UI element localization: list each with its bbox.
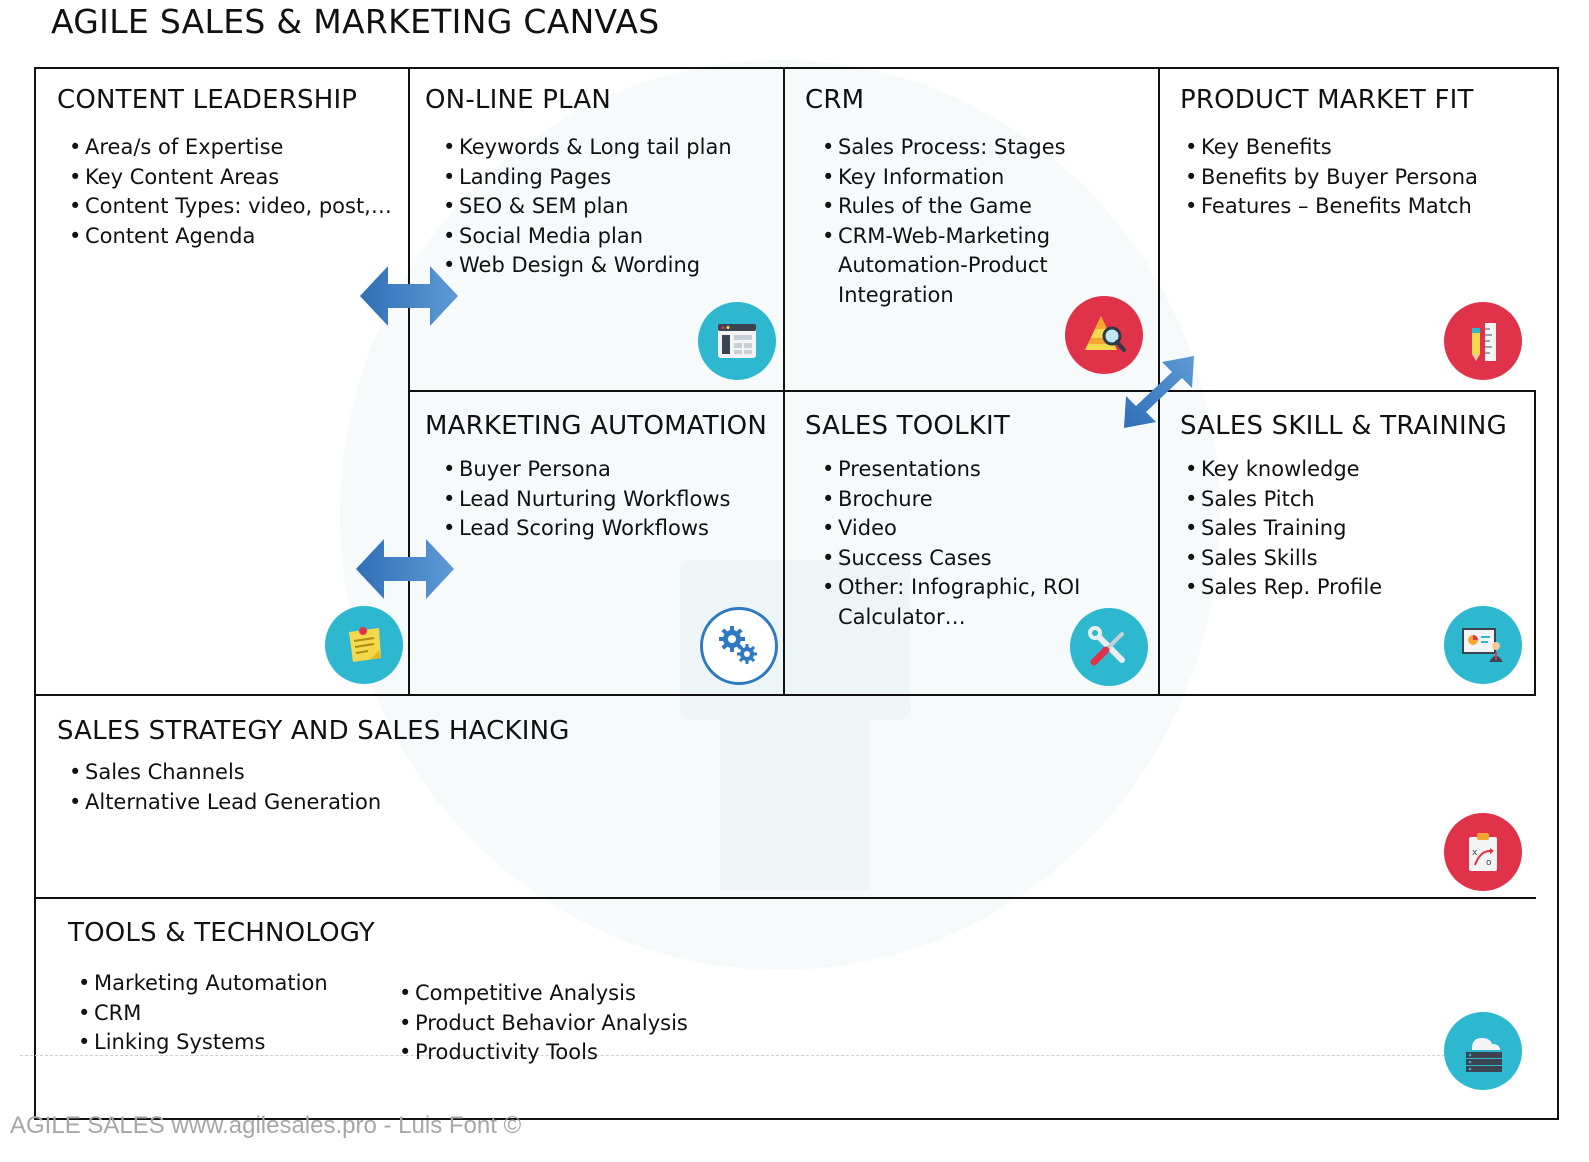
list-item-continuation: Calculator…: [838, 604, 966, 629]
list-item: Lead Nurturing Workflows: [443, 485, 767, 515]
list-item: Key Information: [822, 163, 1066, 193]
list-item: Productivity Tools: [399, 1038, 688, 1068]
svg-text:o: o: [1486, 858, 1492, 868]
list-item: Sales Pitch: [1185, 485, 1507, 515]
list-item: CRM-Web-Marketing: [822, 222, 1066, 252]
list-item: Sales Rep. Profile: [1185, 573, 1507, 603]
divider: [408, 67, 410, 696]
block-title: PRODUCT MARKET FIT: [1180, 85, 1474, 115]
list-item: Competitive Analysis: [399, 979, 688, 1009]
block-online-plan: ON-LINE PLAN Keywords & Long tail plan L…: [425, 85, 732, 281]
block-sales-strategy: SALES STRATEGY AND SALES HACKING Sales C…: [57, 716, 570, 817]
pyramid-magnifier-icon: [1065, 296, 1143, 374]
block-sales-toolkit: SALES TOOLKIT Presentations Brochure Vid…: [805, 411, 1080, 632]
list-item: SEO & SEM plan: [443, 192, 732, 222]
divider: [34, 897, 1536, 899]
page-title: AGILE SALES & MARKETING CANVAS: [51, 2, 660, 41]
block-title: CONTENT LEADERSHIP: [57, 85, 358, 115]
list-item: Marketing Automation: [78, 969, 375, 999]
list-item: Content Types: video, post,…: [69, 192, 392, 222]
diagonal-double-arrow-icon: [1124, 356, 1194, 428]
block-content-leadership: CONTENT LEADERSHIP Area/s of Expertise K…: [57, 85, 392, 251]
list-item: Sales Channels: [69, 758, 570, 788]
list-item: Landing Pages: [443, 163, 732, 193]
block-title: SALES STRATEGY AND SALES HACKING: [57, 716, 570, 746]
list-item: Sales Training: [1185, 514, 1507, 544]
block-title: ON-LINE PLAN: [425, 85, 611, 115]
web-page-icon: [698, 302, 776, 380]
list-item: Key Benefits: [1185, 133, 1478, 163]
double-arrow-icon: [356, 539, 454, 599]
list-item-continuation: Automation-Product: [838, 253, 1048, 277]
list-item: Product Behavior Analysis: [399, 1009, 688, 1039]
block-title: SALES TOOLKIT: [805, 411, 1010, 441]
wrench-screwdriver-icon: [1070, 608, 1148, 686]
cloud-server-icon: [1444, 1012, 1522, 1090]
list-item: Rules of the Game: [822, 192, 1066, 222]
divider: [1534, 390, 1536, 696]
list-item: Sales Skills: [1185, 544, 1507, 574]
list-item-continuation: Integration: [838, 282, 954, 307]
block-product-market-fit: PRODUCT MARKET FIT Key Benefits Benefits…: [1180, 85, 1478, 222]
divider: [34, 694, 1536, 696]
block-sales-skill-training: SALES SKILL & TRAINING Key knowledge Sal…: [1180, 411, 1507, 603]
block-tools-technology: TOOLS & TECHNOLOGY Marketing Automation …: [68, 918, 375, 1058]
sticky-note-icon: [325, 606, 403, 684]
list-item: Web Design & Wording: [443, 251, 732, 281]
divider: [1158, 67, 1160, 696]
list-item: Sales Process: Stages: [822, 133, 1066, 163]
pencil-ruler-icon: [1444, 302, 1522, 380]
list-item: Other: Infographic, ROI: [822, 573, 1080, 603]
strategy-clipboard-icon: x o: [1444, 813, 1522, 891]
list-item: Brochure: [822, 485, 1080, 515]
block-title: SALES SKILL & TRAINING: [1180, 411, 1507, 441]
list-item: Benefits by Buyer Persona: [1185, 163, 1478, 193]
block-tools-technology-right: Competitive Analysis Product Behavior An…: [399, 979, 688, 1068]
svg-text:x: x: [1472, 848, 1478, 858]
block-title: TOOLS & TECHNOLOGY: [68, 918, 375, 948]
list-item: Video: [822, 514, 1080, 544]
list-item: Key knowledge: [1185, 455, 1507, 485]
list-item: Content Agenda: [69, 222, 392, 252]
list-item: Alternative Lead Generation: [69, 788, 570, 818]
block-marketing-automation: MARKETING AUTOMATION Buyer Persona Lead …: [425, 411, 767, 544]
gears-icon: [700, 607, 778, 685]
list-item: Area/s of Expertise: [69, 133, 392, 163]
list-item: Lead Scoring Workflows: [443, 514, 767, 544]
list-item: Keywords & Long tail plan: [443, 133, 732, 163]
block-crm: CRM Sales Process: Stages Key Informatio…: [805, 85, 1066, 310]
list-item: Buyer Persona: [443, 455, 767, 485]
list-item: CRM: [78, 999, 375, 1029]
list-item: Presentations: [822, 455, 1080, 485]
list-item: Social Media plan: [443, 222, 732, 252]
list-item: Features – Benefits Match: [1185, 192, 1478, 222]
footer-credit: AGILE SALES www.agilesales.pro - Luis Fo…: [10, 1112, 522, 1139]
dashed-guide: [20, 1055, 1520, 1056]
divider: [783, 67, 785, 696]
block-title: MARKETING AUTOMATION: [425, 411, 767, 441]
divider: [408, 390, 1536, 392]
block-title: CRM: [805, 85, 865, 115]
watermark-shape: [720, 720, 870, 890]
presenter-icon: [1444, 606, 1522, 684]
double-arrow-icon: [360, 266, 458, 326]
list-item: Key Content Areas: [69, 163, 392, 193]
list-item: Linking Systems: [78, 1028, 375, 1058]
canvas-frame: [34, 67, 1559, 1120]
list-item: Success Cases: [822, 544, 1080, 574]
